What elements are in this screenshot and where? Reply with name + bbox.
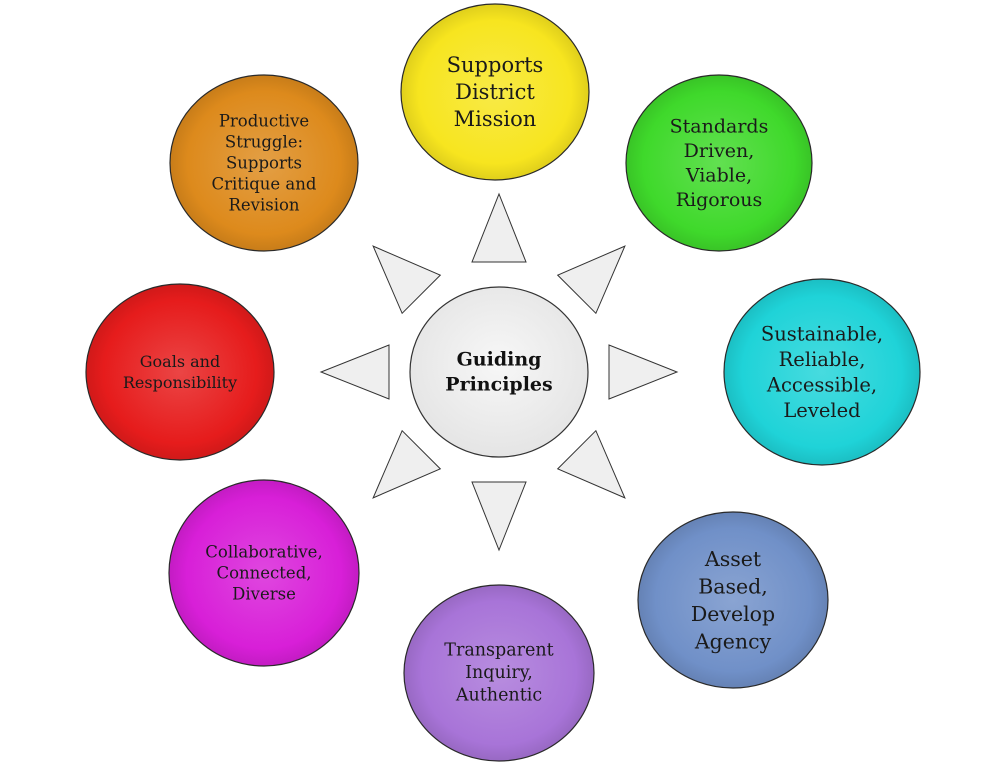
principle-circle <box>625 74 813 252</box>
principle-circle <box>85 283 275 461</box>
principle-label-line: Standards <box>670 115 769 137</box>
principle-node-sustainable-reliable: Sustainable, Reliable,Accessible, Leveled <box>723 278 921 466</box>
principle-label-line: Asset <box>704 547 762 571</box>
principle-label-line: Collaborative, <box>205 543 322 562</box>
principle-label-line: Agency <box>694 629 772 653</box>
principle-circle <box>168 479 360 667</box>
sun-ray-6 <box>372 429 442 499</box>
principle-label-line: Revision <box>228 196 299 215</box>
principle-label-line: Critique and <box>212 175 317 194</box>
sun-ray-8 <box>372 245 442 315</box>
principle-label-line: Driven, <box>684 140 755 162</box>
principle-label-line: Transparent <box>444 641 553 661</box>
principle-label-line: Develop <box>691 602 775 626</box>
principle-label-line: District <box>455 80 535 104</box>
principle-label-line: Sustainable, <box>761 322 883 345</box>
principle-label-line: Diverse <box>232 585 296 604</box>
principle-label-line: Productive <box>219 112 309 131</box>
principle-circle <box>169 74 359 252</box>
principle-circle <box>403 584 595 762</box>
principle-label-line: Supports <box>447 53 544 77</box>
center-title-line: Guiding <box>457 349 542 371</box>
principle-label-line: Accessible, <box>766 373 877 396</box>
principle-label-line: Reliable, <box>779 348 866 371</box>
principle-label-line: Goals and <box>140 352 220 371</box>
principle-label-line: Rigorous <box>676 189 763 211</box>
principle-label-line: Mission <box>454 107 537 131</box>
principle-label-line: Viable, <box>685 164 752 186</box>
principle-label-line: Authentic <box>455 686 542 706</box>
sun-ray-1 <box>471 192 527 263</box>
principle-label-line: Supports <box>226 154 302 173</box>
center-title-line: Principles <box>445 374 552 396</box>
principle-circle <box>637 511 829 689</box>
principle-label-line: Struggle: <box>225 133 303 152</box>
principle-label-line: Connected, <box>216 564 311 583</box>
principle-label-line: Responsibility <box>123 373 237 392</box>
sun-ray-7 <box>319 344 390 400</box>
center-circle <box>409 286 589 458</box>
principle-circle <box>723 278 921 466</box>
sun-ray-2 <box>556 245 626 315</box>
sun-ray-4 <box>556 429 626 499</box>
principle-circle <box>400 3 590 181</box>
principle-label-line: Based, <box>698 574 768 598</box>
principle-label-line: Leveled <box>783 399 860 422</box>
sun-ray-5 <box>471 481 527 552</box>
sun-rays <box>319 192 679 552</box>
principle-label-line: Inquiry, <box>465 663 533 683</box>
principle-node-collaborative-connected: Collaborative, Connected, Diverse <box>168 479 360 667</box>
sun-ray-3 <box>608 344 679 400</box>
